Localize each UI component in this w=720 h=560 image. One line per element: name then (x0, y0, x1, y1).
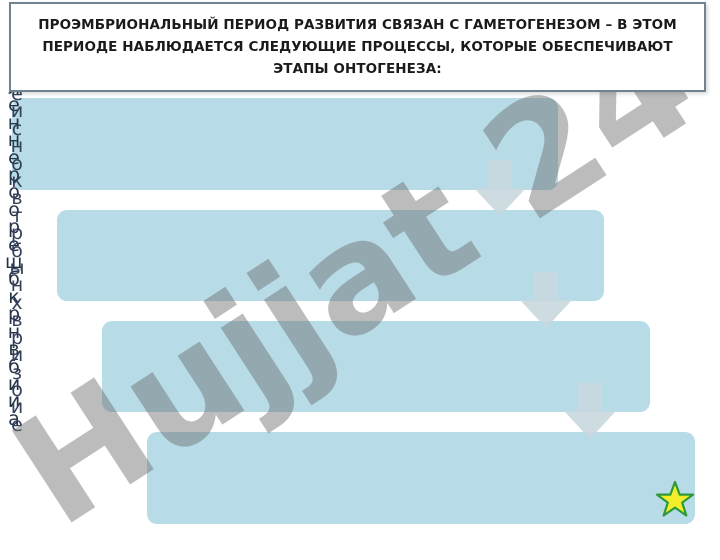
down-arrow-icon (564, 383, 616, 439)
down-arrow-icon (520, 272, 572, 328)
step-box-1 (12, 98, 558, 190)
step-box-4 (147, 432, 695, 524)
vertical-text-column-b: е и с н о к в т р б ы н х в р и з о и е (9, 83, 25, 436)
down-arrow-icon (474, 160, 526, 216)
slide-title: ПРОЭМБРИОНАЛЬНЫЙ ПЕРИОД РАЗВИТИЯ СВЯЗАН … (38, 17, 677, 77)
slide-title-box: ПРОЭМБРИОНАЛЬНЫЙ ПЕРИОД РАЗВИТИЯ СВЯЗАН … (9, 2, 706, 92)
star-icon[interactable] (655, 480, 695, 520)
step-box-2 (57, 210, 604, 301)
vertical-text-column-a: л е н н е р о о р е щ б к р н в б и и а (5, 78, 23, 430)
step-box-3 (102, 321, 650, 412)
